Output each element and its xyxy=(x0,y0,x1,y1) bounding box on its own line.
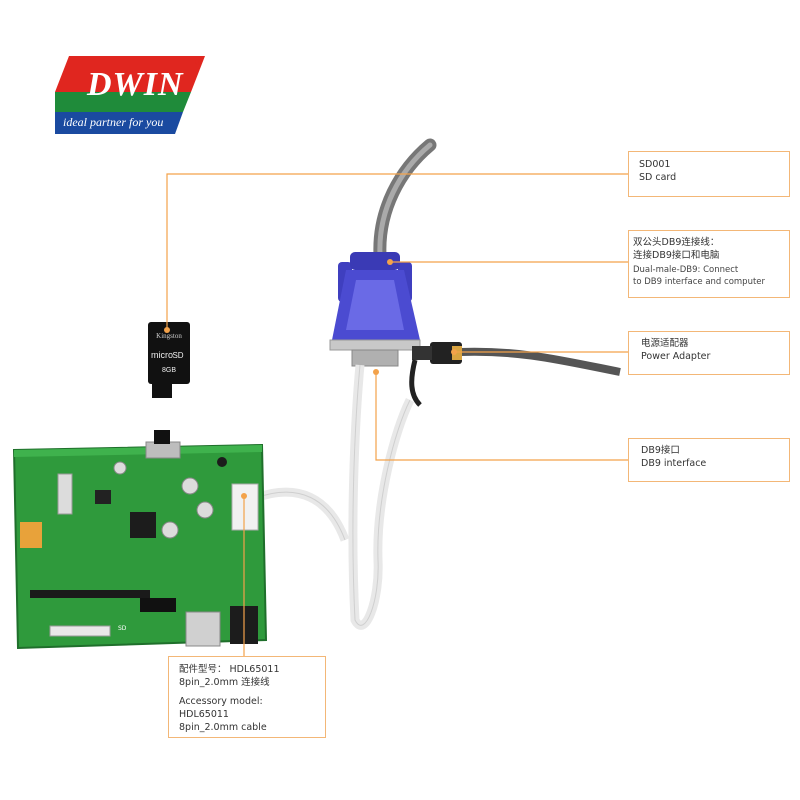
logo-registered: ® xyxy=(194,58,202,67)
leader-lines xyxy=(166,173,628,656)
board-label: SD xyxy=(118,625,127,632)
callout-sd-card: SD001 SD card xyxy=(628,151,790,197)
sd-card-graphic: Kingston micro SD 8GB xyxy=(148,322,190,398)
power-cable xyxy=(459,347,621,376)
callout-db9-interface: DB9接口 DB9 interface xyxy=(628,438,790,482)
callout-db9-cable: 双公头DB9连接线： 连接DB9接口和电脑 Dual-male-DB9: Con… xyxy=(628,230,790,298)
power-en: Power Adapter xyxy=(641,351,711,362)
pcb-board: SD xyxy=(12,430,268,650)
sd-card-code: SD001 xyxy=(639,159,671,170)
logo-tagline: ideal partner for you xyxy=(63,115,164,129)
logo-background xyxy=(55,56,205,134)
ribbon-cable xyxy=(348,364,415,630)
db9-cable-cn2: 连接DB9接口和电脑 xyxy=(633,250,720,261)
db9-cable-en2: to DB9 interface and computer xyxy=(633,277,766,287)
sd-card-type: micro xyxy=(151,350,173,360)
logo-brand-text: DWIN xyxy=(87,66,184,103)
db9-cable-en1: Dual-male-DB9: Connect xyxy=(633,265,739,275)
leader-db9-interface xyxy=(375,372,628,461)
sd-card-brand: Kingston xyxy=(156,332,182,340)
power-cn: 电源适配器 xyxy=(641,338,689,349)
sd-card-name: SD card xyxy=(639,172,677,183)
sd-card-capacity: 8GB xyxy=(162,367,176,374)
db9-interface-cn: DB9接口 xyxy=(641,445,680,456)
callout-accessory: 配件型号： HDL65011 8pin_2.0mm 连接线 Accessory … xyxy=(168,656,326,738)
accessory-en1: Accessory model: HDL65011 xyxy=(179,696,263,720)
accessory-en2: 8pin_2.0mm cable xyxy=(179,722,267,733)
callout-power-adapter: 电源适配器 Power Adapter xyxy=(628,331,790,375)
leader-dots xyxy=(164,259,457,499)
db9-cable-cn1: 双公头DB9连接线： xyxy=(633,237,720,248)
db9-interface-en: DB9 interface xyxy=(641,458,707,469)
db9-connector xyxy=(329,252,421,367)
accessory-cn1: 配件型号： HDL65011 xyxy=(179,664,280,675)
dwin-logo: DWIN ® ideal partner for you xyxy=(55,56,205,134)
power-plug xyxy=(409,342,462,407)
leader-sd-card xyxy=(166,173,628,330)
sd-card-sd: SD xyxy=(172,351,183,360)
accessory-cn2: 8pin_2.0mm 连接线 xyxy=(179,677,270,688)
